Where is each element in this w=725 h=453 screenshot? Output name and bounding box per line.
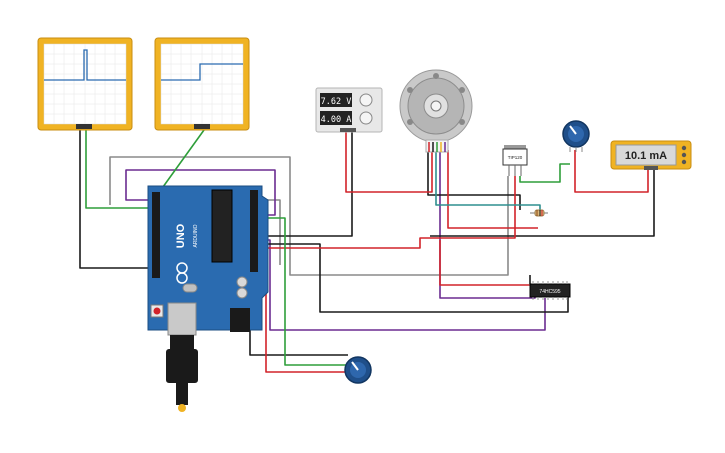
wire-teal-motor[interactable] [435,150,541,213]
ammeter-reading: 10.1 mA [625,150,667,162]
ammeter-port-3[interactable] [681,159,687,165]
wire-purple-top[interactable] [125,169,276,216]
transistor[interactable]: TIP120 [502,145,528,176]
ammeter-terminals[interactable] [644,166,658,170]
potentiometer-bottom-indicator [351,361,359,371]
wire-green-reg[interactable] [519,163,570,183]
oscilloscope-2-trace [161,63,243,81]
oscilloscope-2-terminals[interactable] [194,124,210,129]
motor-leads[interactable] [425,139,449,153]
supply-voltage-knob[interactable] [359,93,373,107]
supply-voltage-display [320,93,352,107]
potentiometer-bottom[interactable] [344,356,372,384]
wire-black-ic[interactable] [262,243,569,313]
wire-black-ammeter[interactable] [430,168,655,237]
wire-red-ic[interactable] [439,240,530,286]
wire-black-scope1[interactable] [79,130,150,269]
ammeter[interactable]: 10.1 mA [610,140,692,170]
wire-red-ammeter[interactable] [574,150,649,193]
ammeter-port-1[interactable] [681,145,687,151]
supply-voltage-text: 7.62 V [321,97,352,107]
shift-register-ic[interactable]: 74HC595 [529,281,571,300]
dc-motor[interactable] [399,69,473,153]
wire-red-arduino[interactable] [262,176,516,249]
wire-green-scope1[interactable] [85,130,150,209]
transistor-label: TIP120 [508,155,523,160]
supply-current-text: 4.00 A [321,115,352,125]
potentiometer-top[interactable] [562,120,590,152]
supply-terminals[interactable] [340,128,356,132]
wire-gray-top[interactable] [109,156,509,276]
wire-black-motor[interactable] [427,150,521,210]
wire-red-motor[interactable] [447,150,538,229]
potentiometer-top-indicator [569,125,577,135]
oscilloscope-1[interactable] [37,37,133,131]
arduino-uno[interactable]: UNO ARDUINO [147,185,269,336]
usb-port[interactable] [167,302,197,336]
wire-green-pot[interactable] [262,217,350,366]
wire-black-supply[interactable] [262,132,353,237]
wire-red-supply[interactable] [345,132,433,193]
resistor[interactable] [530,209,548,217]
oscilloscope-2[interactable] [154,37,250,131]
arduino-brand-label: ARDUINO [193,224,199,247]
ammeter-port-2[interactable] [681,152,687,158]
capacitor-1 [236,276,248,288]
oscilloscope-1-grid [44,44,126,124]
usb-cable[interactable] [166,335,198,412]
shift-register-label: 74HC595 [539,289,560,295]
crystal [182,283,198,293]
supply-current-knob[interactable] [359,111,373,125]
power-supply[interactable]: 7.62 V 4.00 A [315,87,383,133]
ammeter-display [615,144,677,166]
digital-header[interactable] [250,190,258,272]
supply-current-display [320,111,352,125]
arduino-model-label: UNO [175,223,187,248]
capacitor-2 [236,287,248,299]
atmega-chip [211,189,233,263]
power-header[interactable] [152,192,160,278]
power-jack[interactable] [230,308,250,332]
oscilloscope-1-trace [44,49,126,81]
oscilloscope-1-terminals[interactable] [76,124,92,129]
